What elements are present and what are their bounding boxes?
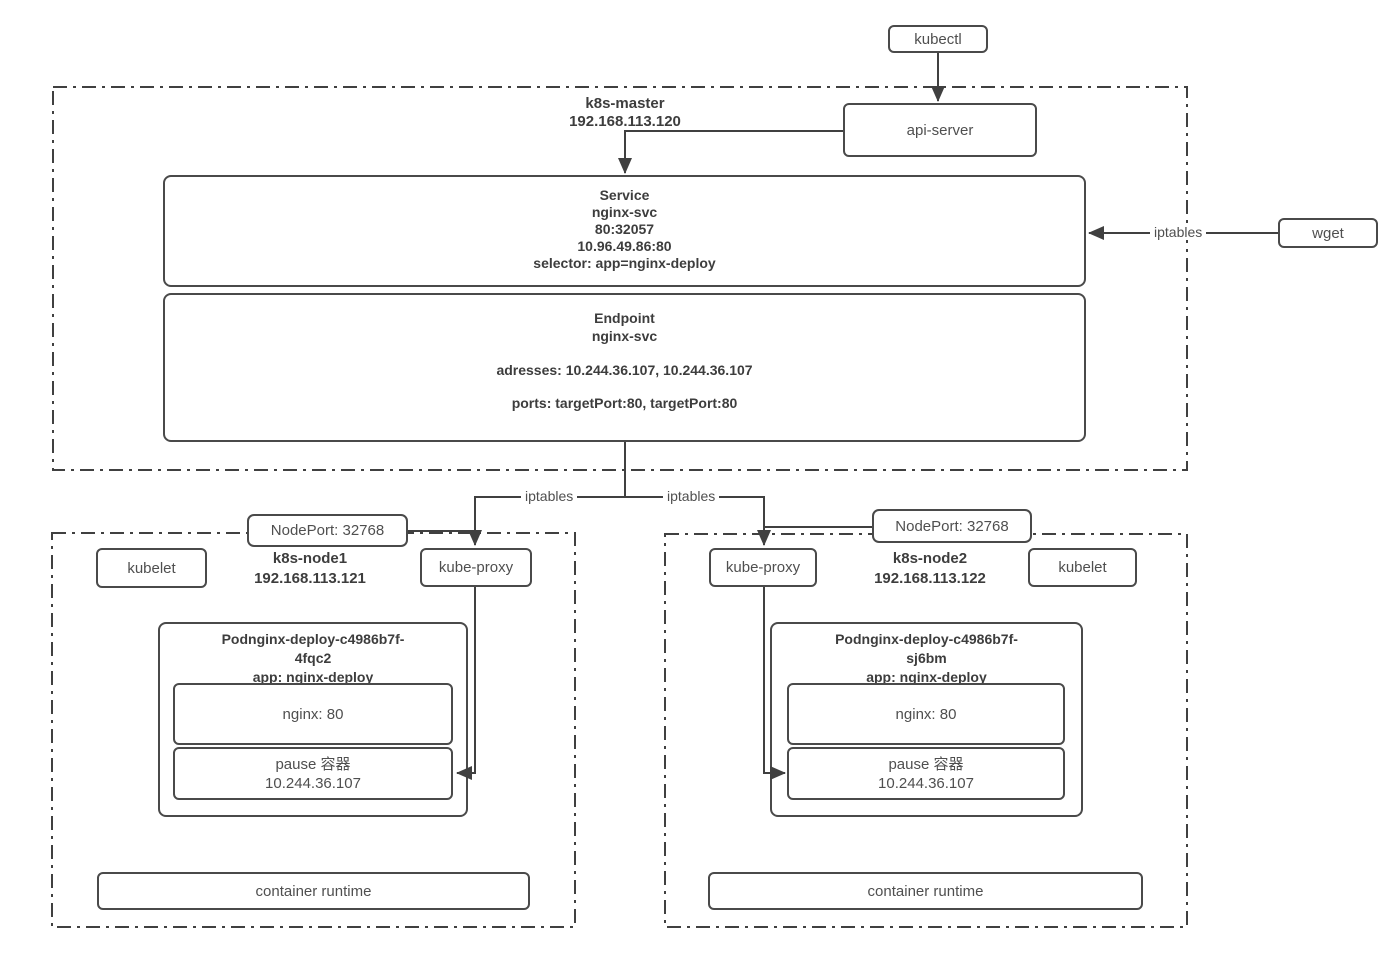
node1-pause-ip: 10.244.36.107 — [265, 774, 361, 792]
node2-nginx-label: nginx: 80 — [895, 705, 957, 723]
node1-ip: 192.168.113.121 — [254, 570, 366, 587]
endpoint-ports: ports: targetPort:80, targetPort:80 — [511, 395, 738, 411]
node1-name: k8s-node1 — [272, 550, 348, 567]
node2-pod-title-line1: Podnginx-deploy-c4986b7f- — [835, 631, 1018, 647]
wget-label: wget — [1312, 224, 1344, 242]
node2-pause-container-node: pause 容器 10.244.36.107 — [787, 747, 1065, 800]
node1-pause-label: pause 容器 — [275, 755, 351, 773]
node2-ip: 192.168.113.122 — [874, 570, 986, 587]
node2-pause-ip: 10.244.36.107 — [878, 774, 974, 792]
node2-container-runtime-node: container runtime — [708, 872, 1143, 910]
service-title: Service — [599, 187, 650, 203]
node2-pod-title: Podnginx-deploy-c4986b7f- sj6bm app: ngi… — [772, 624, 1081, 687]
iptables-label-node1: iptables — [521, 488, 578, 504]
node2-kubelet-node: kubelet — [1028, 548, 1137, 587]
connector-endpoint-to-kubeproxy1 — [468, 496, 625, 546]
node1-kube-proxy-node: kube-proxy — [420, 548, 532, 587]
endpoint-name: nginx-svc — [591, 328, 658, 344]
iptables-label-node2: iptables — [663, 488, 720, 504]
endpoint-title: Endpoint — [594, 310, 655, 326]
node1-nodeport-label: NodePort: 32768 — [270, 522, 385, 539]
wget-node: wget — [1278, 218, 1378, 248]
node2-container-runtime-label: container runtime — [867, 882, 984, 900]
api-server-node: api-server — [843, 103, 1037, 157]
service-nodeport-mapping: 80:32057 — [594, 221, 655, 237]
node2-nodeport-label: NodePort: 32768 — [895, 517, 1009, 535]
iptables-label-wget: iptables — [1150, 224, 1207, 240]
node1-pause-container-node: pause 容器 10.244.36.107 — [173, 747, 453, 800]
node1-pod-title: Podnginx-deploy-c4986b7f- 4fqc2 app: ngi… — [160, 624, 466, 687]
node2-label: k8s-node2 192.168.113.122 — [830, 549, 1030, 589]
node1-kube-proxy-label: kube-proxy — [438, 559, 514, 576]
connector-endpoint-to-kubeproxy2 — [625, 496, 771, 546]
service-cluster-ip: 10.96.49.86:80 — [577, 238, 672, 254]
connector-apiserver-to-service — [618, 130, 843, 174]
node1-pod-title-line2: 4fqc2 — [294, 650, 332, 666]
master-ip: 192.168.113.120 — [569, 113, 681, 130]
node1-kubelet-node: kubelet — [96, 548, 207, 588]
kubectl-label: kubectl — [914, 30, 962, 48]
endpoint-node: Endpoint nginx-svc adresses: 10.244.36.1… — [163, 293, 1086, 442]
node2-kubelet-label: kubelet — [1058, 559, 1107, 576]
master-label: k8s-master 192.168.113.120 — [525, 95, 725, 131]
node2-kube-proxy-node: kube-proxy — [709, 548, 817, 587]
node1-nginx-container-node: nginx: 80 — [173, 683, 453, 745]
service-node: Service nginx-svc 80:32057 10.96.49.86:8… — [163, 175, 1086, 287]
endpoint-addresses: adresses: 10.244.36.107, 10.244.36.107 — [496, 362, 753, 378]
node1-kubelet-label: kubelet — [127, 559, 176, 577]
node2-pause-label: pause 容器 — [888, 755, 964, 773]
service-selector: selector: app=nginx-deploy — [533, 255, 716, 271]
node1-container-runtime-label: container runtime — [255, 882, 372, 900]
master-name: k8s-master — [585, 95, 665, 112]
node2-pod-title-line2: sj6bm — [906, 650, 947, 666]
node1-label: k8s-node1 192.168.113.121 — [210, 549, 410, 589]
service-name: nginx-svc — [591, 204, 658, 220]
node2-nginx-container-node: nginx: 80 — [787, 683, 1065, 745]
node1-pod-title-line1: Podnginx-deploy-c4986b7f- — [221, 631, 405, 647]
node2-name: k8s-node2 — [892, 550, 968, 567]
kubectl-node: kubectl — [888, 25, 988, 53]
node1-nodeport-badge: NodePort: 32768 — [247, 514, 408, 547]
node2-kube-proxy-label: kube-proxy — [725, 559, 801, 576]
api-server-label: api-server — [906, 121, 974, 139]
node1-nginx-label: nginx: 80 — [282, 705, 344, 723]
node2-nodeport-badge: NodePort: 32768 — [872, 509, 1032, 543]
node1-container-runtime-node: container runtime — [97, 872, 530, 910]
